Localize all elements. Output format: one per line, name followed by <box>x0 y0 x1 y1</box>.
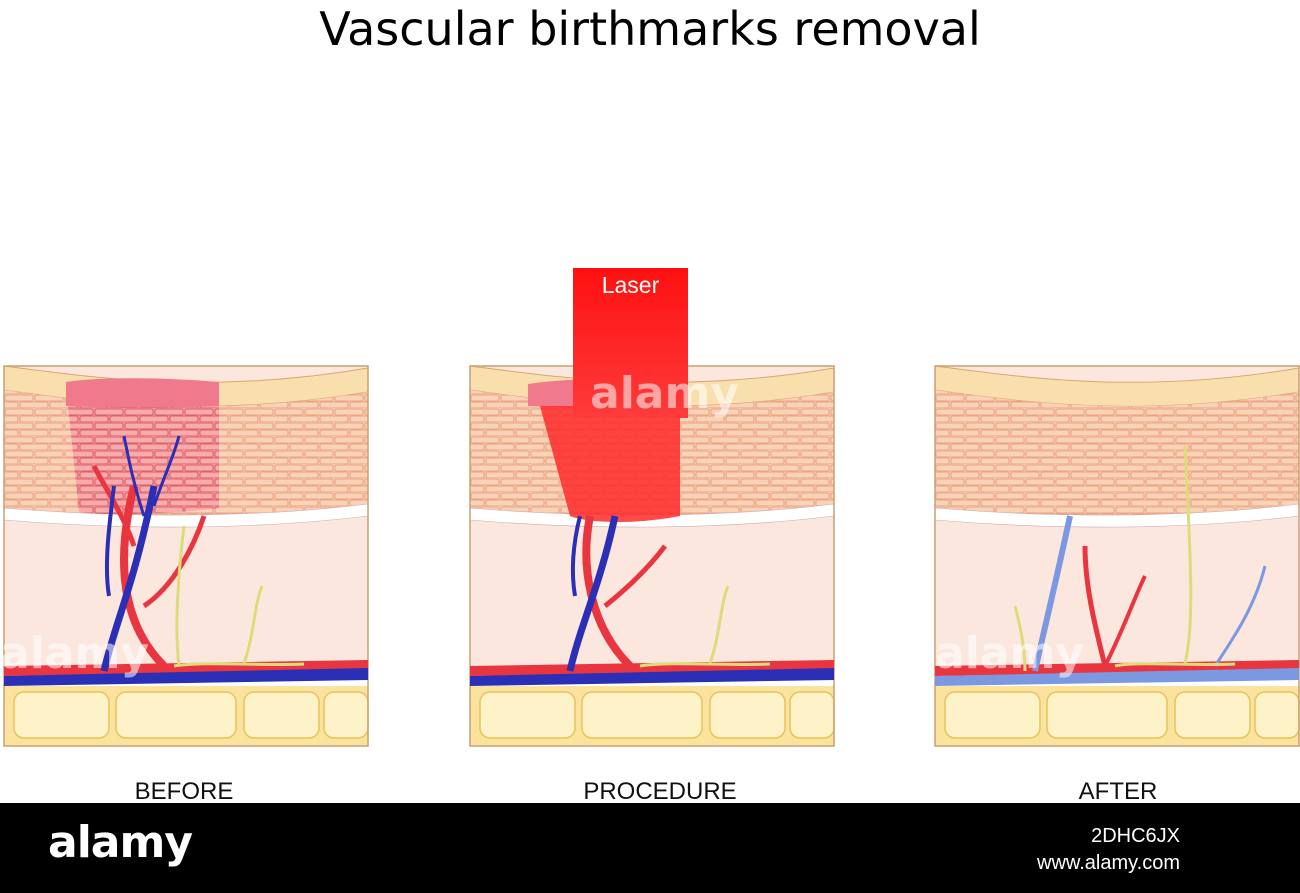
image-id: 2DHC6JX <box>1091 825 1180 847</box>
vein <box>470 668 834 686</box>
panel-after <box>934 365 1300 747</box>
watermark: alamy <box>0 628 149 679</box>
laser-label: Laser <box>601 272 660 298</box>
watermark: alamy <box>935 628 1084 679</box>
vein-faded <box>935 668 1299 686</box>
diagram-title: Vascular birthmarks removal <box>319 2 981 56</box>
footer-bar: alamy 2DHC6JX www.alamy.com <box>0 803 1300 893</box>
watermark: alamy <box>590 368 739 419</box>
laser-beam <box>573 268 688 418</box>
caption-before: BEFORE <box>134 778 234 805</box>
laser-treated-area <box>540 406 680 522</box>
brand-logo: alamy <box>48 817 193 868</box>
caption-procedure: PROCEDURE <box>583 778 737 805</box>
vein <box>4 668 368 686</box>
caption-after: AFTER <box>1078 778 1158 805</box>
panel-before <box>3 365 369 747</box>
panel-procedure <box>469 365 835 747</box>
site-url: www.alamy.com <box>1037 852 1180 874</box>
